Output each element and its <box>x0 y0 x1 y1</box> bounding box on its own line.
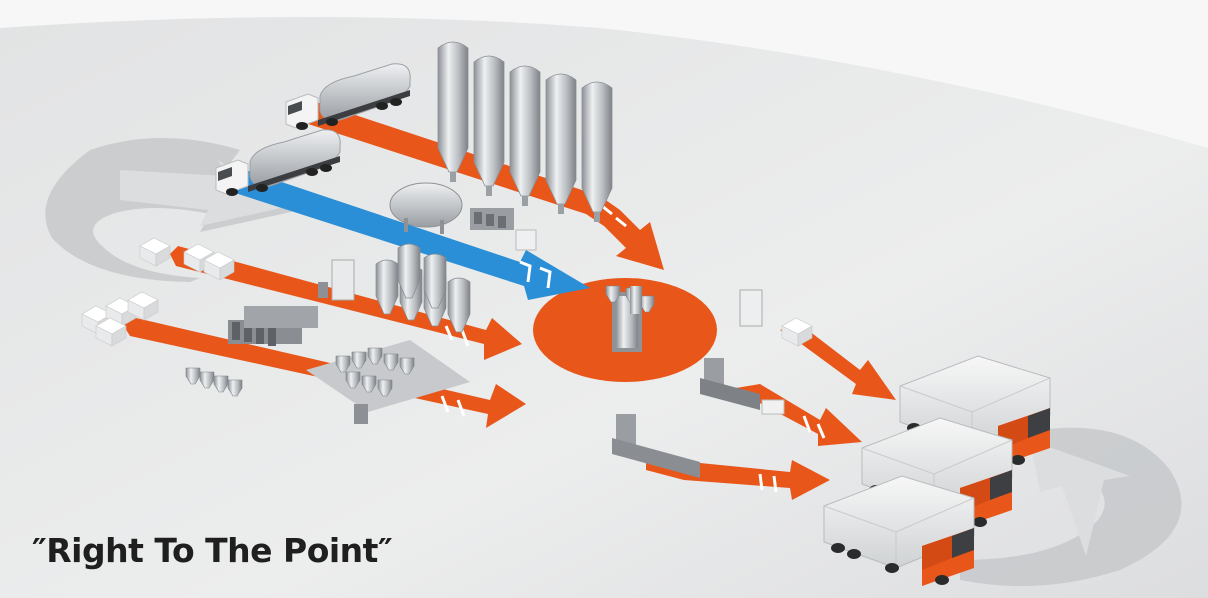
output-cycle-arrow-icon <box>960 427 1182 587</box>
silo-flow-arrow <box>300 100 664 270</box>
bag-filler-icon <box>318 259 355 301</box>
extruder-icon <box>612 414 700 478</box>
mixer-icon <box>605 285 655 352</box>
powder-flow-arrow <box>170 246 522 360</box>
production-line-icon <box>228 306 318 346</box>
bagging-station-icon <box>739 289 813 347</box>
liquid-flow-arrow <box>232 168 590 300</box>
drum-pallet-icon <box>470 208 537 251</box>
storage-tank-icon <box>389 182 463 234</box>
extruder-icon <box>700 358 785 415</box>
caption-title: ″Right To The Point″ <box>32 531 393 570</box>
dosing-station-icon <box>306 340 470 424</box>
